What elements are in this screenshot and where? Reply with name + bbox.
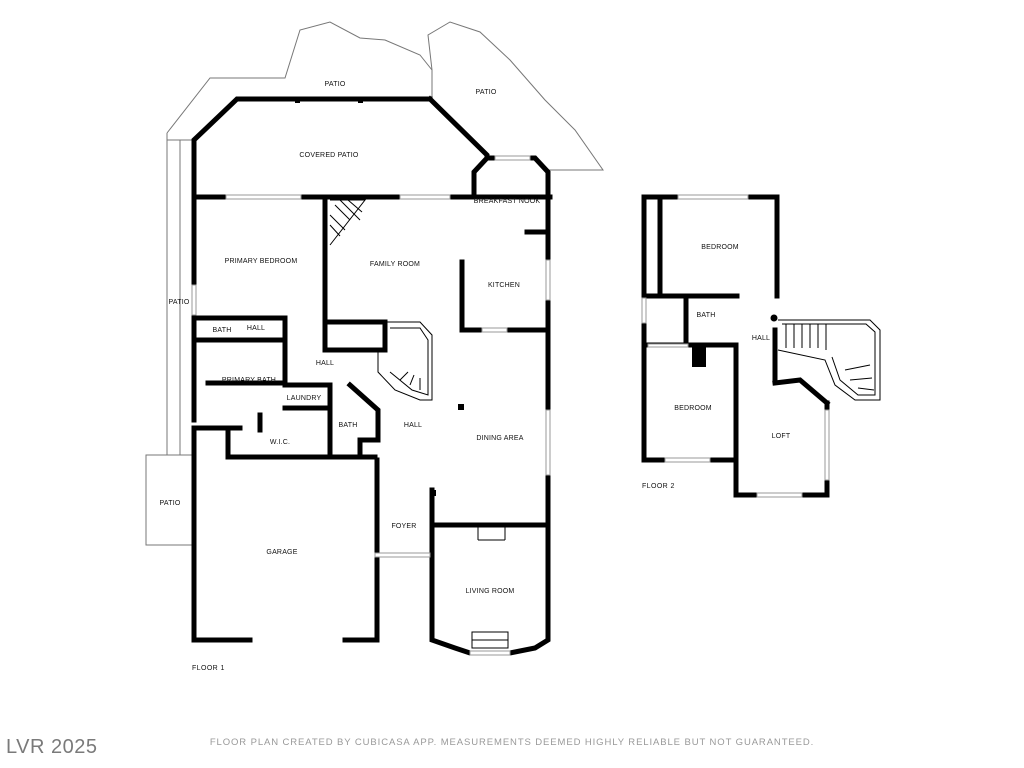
label-bedroom-top: BEDROOM <box>701 244 739 251</box>
label-bath-center: BATH <box>339 422 358 429</box>
label-hall-small: HALL <box>247 325 265 332</box>
label-wic: W.I.C. <box>270 439 290 446</box>
label-covered-patio: COVERED PATIO <box>299 152 358 159</box>
label-patio-side: PATIO <box>169 299 190 306</box>
label-bath-small: BATH <box>213 327 232 334</box>
label-kitchen: KITCHEN <box>488 282 520 289</box>
label-floor-1: FLOOR 1 <box>192 665 225 672</box>
floor2-labels: BEDROOM BATH HALL BEDROOM LOFT FLOOR 2 <box>642 244 791 490</box>
label-loft: LOFT <box>772 433 791 440</box>
floor2-stairs <box>777 319 881 401</box>
label-dining-area: DINING AREA <box>476 435 523 442</box>
label-primary-bath: PRIMARY BATH <box>222 377 276 384</box>
watermark-text: LVR 2025 <box>6 736 97 758</box>
label-breakfast-nook: BREAKFAST NOOK <box>474 198 541 205</box>
label-patio-lower: PATIO <box>160 500 181 507</box>
floor2-windows <box>641 194 830 498</box>
label-bedroom-bottom: BEDROOM <box>674 405 712 412</box>
label-patio-top: PATIO <box>325 81 346 88</box>
label-f2-hall: HALL <box>752 335 770 342</box>
label-garage: GARAGE <box>266 549 297 556</box>
disclaimer-text: FLOOR PLAN CREATED BY CUBICASA APP. MEAS… <box>210 737 814 748</box>
label-family-room: FAMILY ROOM <box>370 261 420 268</box>
floor1-columns <box>295 97 464 496</box>
label-patio-right: PATIO <box>476 89 497 96</box>
floor1-patio-outlines <box>145 21 604 546</box>
label-laundry: LAUNDRY <box>287 395 322 402</box>
label-f2-bath: BATH <box>697 312 716 319</box>
floor1-stairs <box>329 199 509 649</box>
label-living-room: LIVING ROOM <box>466 588 515 595</box>
label-primary-bedroom: PRIMARY BEDROOM <box>225 258 298 265</box>
label-foyer: FOYER <box>391 523 416 530</box>
label-hall-center: HALL <box>404 422 422 429</box>
floor1-windows <box>191 155 551 656</box>
floor1-labels: PATIO PATIO COVERED PATIO BREAKFAST NOOK… <box>160 81 541 672</box>
floor1-walls <box>191 95 553 656</box>
label-hall-mid: HALL <box>316 360 334 367</box>
label-floor-2: FLOOR 2 <box>642 483 675 490</box>
